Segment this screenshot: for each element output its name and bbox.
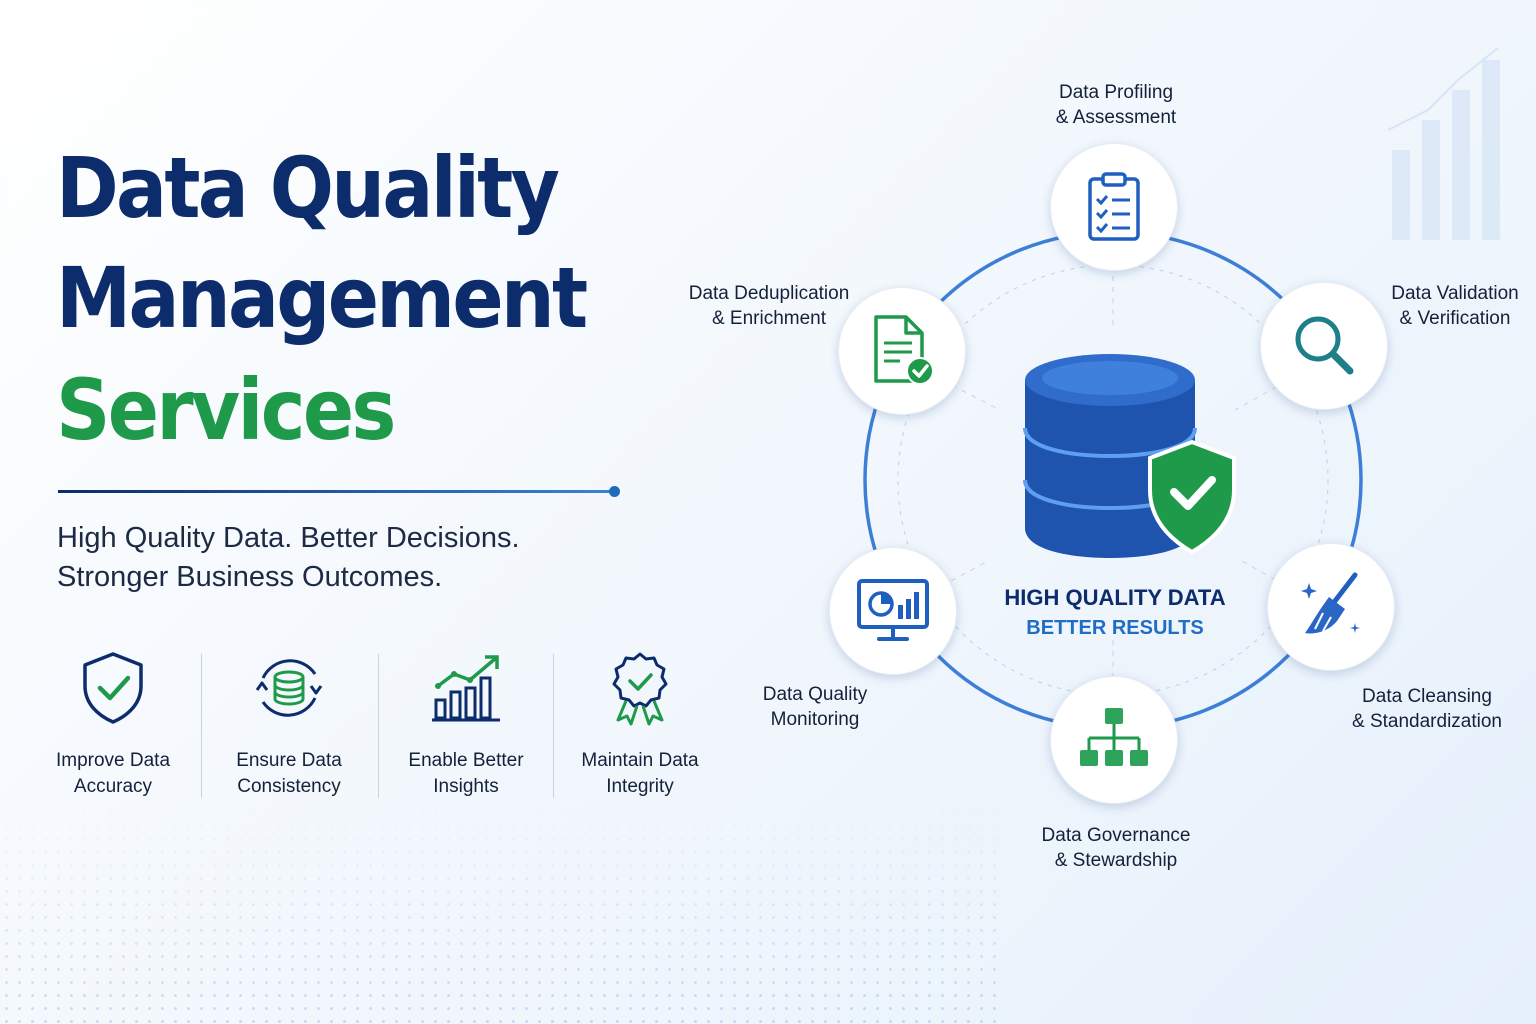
document-check-icon	[874, 315, 934, 385]
benefit-separator	[378, 654, 379, 798]
headline-divider	[58, 490, 614, 493]
service-label-deduplication: Data Deduplication & Enrichment	[688, 283, 850, 329]
benefit-accuracy-line-1: Improve Data	[55, 750, 171, 771]
chart-growth-icon	[432, 655, 500, 722]
service-node-validation	[1260, 282, 1388, 410]
broom-icon	[1301, 572, 1360, 634]
clipboard-checklist-icon	[1088, 172, 1140, 241]
tagline-line-2: Stronger Business Outcomes.	[57, 561, 443, 593]
benefit-insights-line-1: Enable Better	[408, 750, 524, 771]
service-node-deduplication	[838, 287, 966, 415]
divider-end-dot	[609, 486, 620, 497]
magnifier-icon	[1295, 316, 1354, 375]
benefit-accuracy-line-2: Accuracy	[73, 776, 153, 797]
database-sync-icon	[255, 659, 323, 717]
tagline-line-1: High Quality Data. Better Decisions.	[57, 522, 520, 554]
benefit-consistency: Ensure Data Consistency	[201, 648, 377, 800]
service-label-profiling: Data Profiling & Assessment	[1055, 82, 1177, 128]
center-subheading: BETTER RESULTS	[1026, 617, 1204, 639]
benefit-consistency-line-2: Consistency	[237, 776, 341, 797]
benefit-integrity: Maintain Data Integrity	[552, 648, 728, 800]
benefit-consistency-line-1: Ensure Data	[236, 750, 342, 771]
monitor-chart-icon	[857, 579, 929, 641]
benefit-insights-line-2: Insights	[433, 776, 499, 797]
benefit-separator	[201, 654, 202, 798]
service-label-validation: Data Validation & Verification	[1391, 283, 1519, 329]
service-node-profiling	[1050, 143, 1178, 271]
center-heading: HIGH QUALITY DATA	[1004, 585, 1226, 610]
background-bar-chart	[1388, 47, 1500, 240]
headline-line-2: Management	[56, 249, 588, 347]
service-label-cleansing: Data Cleansing & Standardization	[1352, 686, 1502, 732]
benefit-insights: Enable Better Insights	[378, 648, 554, 800]
service-node-monitoring	[829, 547, 957, 675]
benefit-accuracy: Improve Data Accuracy	[25, 648, 201, 800]
service-node-governance	[1050, 676, 1178, 804]
badge-check-icon	[612, 652, 668, 726]
background-dot-pattern	[0, 794, 1000, 1024]
hierarchy-icon	[1080, 708, 1148, 766]
benefit-integrity-line-1: Maintain Data	[581, 750, 699, 771]
service-label-governance: Data Governance & Stewardship	[1041, 825, 1191, 871]
benefit-separator	[553, 654, 554, 798]
headline-line-1: Data Quality	[56, 139, 560, 237]
headline-line-3: Services	[56, 361, 396, 459]
database-shield-icon	[1023, 354, 1236, 558]
benefit-integrity-line-2: Integrity	[606, 776, 674, 797]
shield-check-icon	[83, 652, 143, 724]
service-label-monitoring: Data Quality Monitoring	[762, 684, 868, 730]
service-node-cleansing	[1267, 543, 1395, 671]
